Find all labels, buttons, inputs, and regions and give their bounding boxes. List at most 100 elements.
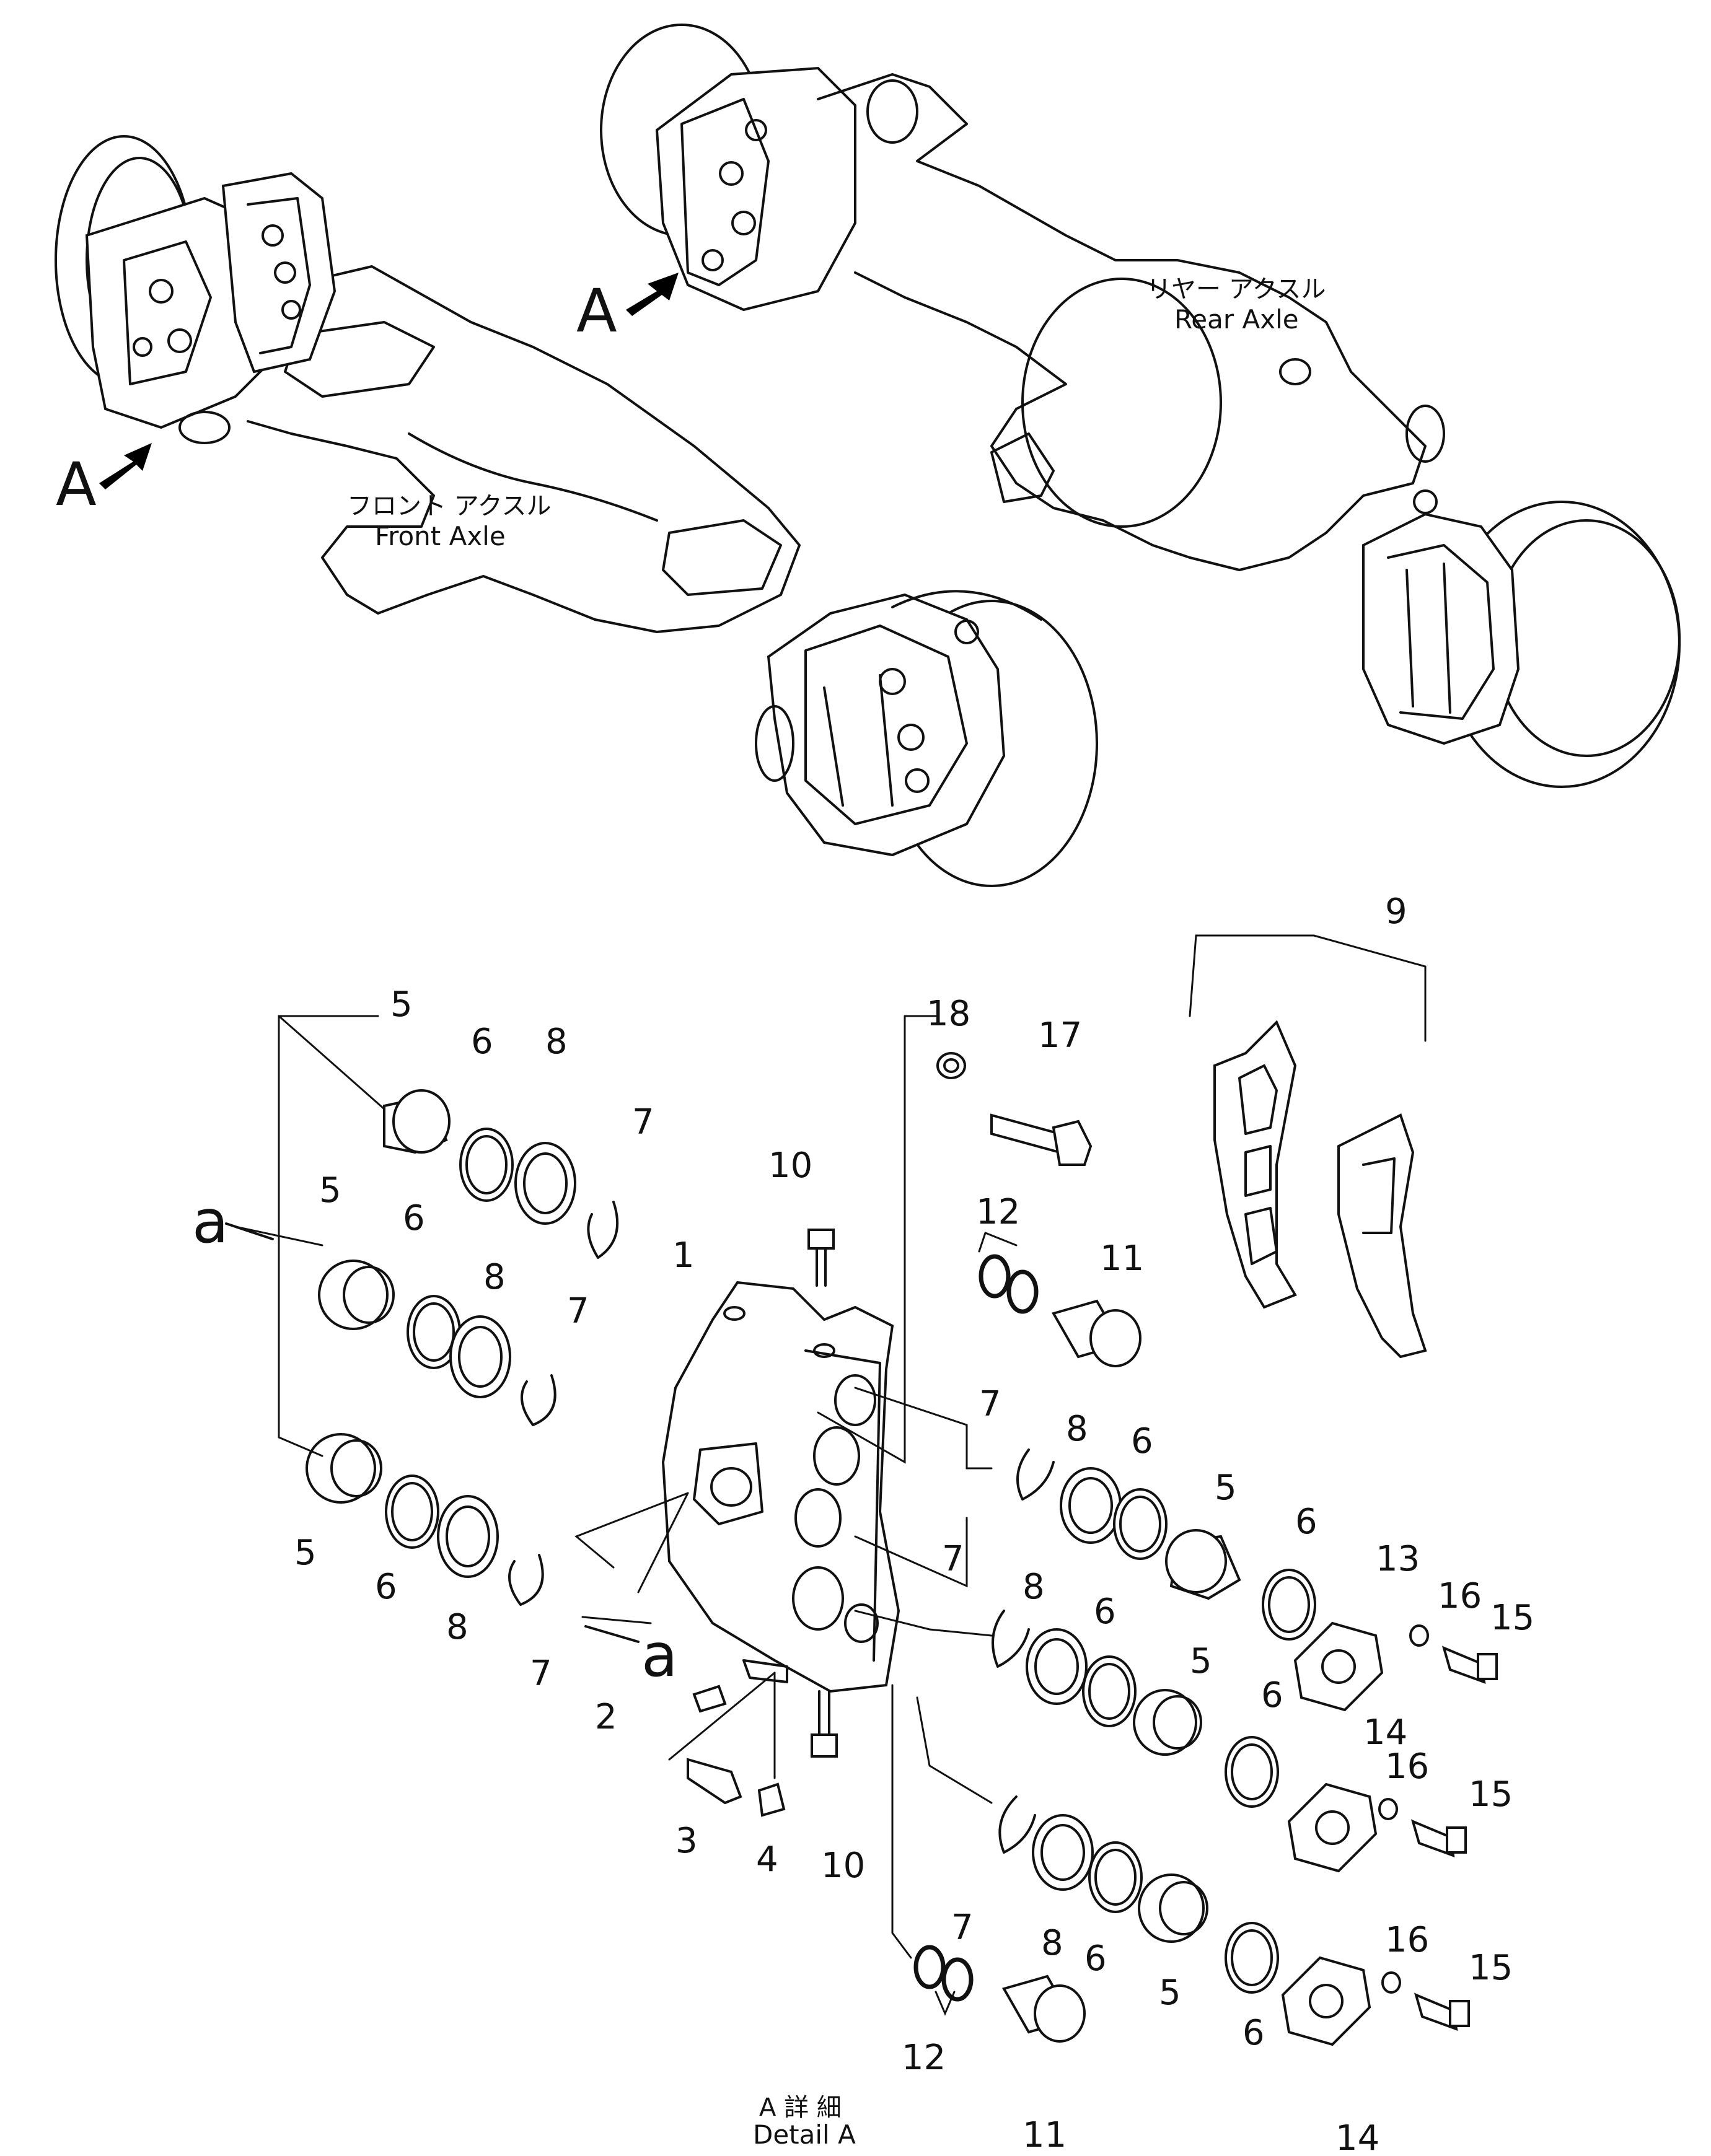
callout-8: 8 (1041, 1923, 1063, 1963)
view-marker-front: A (56, 450, 97, 519)
part-7-clip (587, 1201, 619, 1259)
part-16-washer (1378, 1798, 1398, 1820)
callout-4: 4 (756, 1839, 778, 1880)
callout-labels: 1 2 3 4 5 5 5 5 5 5 6 6 6 6 6 6 6 6 6 7 … (192, 892, 1534, 2156)
right-lower-piston-stack (998, 1795, 1470, 2046)
callout-5: 5 (1190, 1641, 1212, 1681)
part-7-clip (521, 1374, 556, 1426)
front-axle-drawing (55, 135, 1098, 887)
right-upper-piston-stack (1016, 1448, 1498, 1712)
part-15-bolt-head (1449, 2000, 1470, 2027)
callout-6: 6 (403, 1198, 425, 1238)
callout-3: 3 (675, 1821, 698, 1861)
callout-9: 9 (1385, 892, 1407, 932)
part-15-bolt (1410, 1819, 1455, 1858)
callout-16: 16 (1385, 1746, 1429, 1787)
detail-caption: A 詳 細 Detail A (753, 2093, 856, 2150)
part-17-bolt (990, 1113, 1093, 1166)
rear-axle-drawing (600, 24, 1681, 788)
callout-18: 18 (926, 994, 970, 1034)
part-15-bolt-head (1446, 1826, 1467, 1854)
callout-10: 10 (821, 1846, 865, 1886)
part-5-piston-face (392, 1089, 451, 1154)
callout-15: 15 (1490, 1598, 1534, 1638)
callout-2: 2 (595, 1697, 617, 1737)
part-6-seal (1113, 1488, 1168, 1560)
view-arrow-front (99, 443, 152, 489)
part-1-caliper-body (661, 1281, 900, 1693)
part-5-piston (1138, 1873, 1205, 1943)
callout-16: 16 (1438, 1576, 1482, 1616)
callout-6: 6 (1295, 1502, 1317, 1542)
right-middle-piston-stack (992, 1610, 1467, 1873)
callout-5: 5 (319, 1170, 341, 1211)
callout-14: 14 (1335, 2118, 1379, 2156)
callout-5: 5 (294, 1533, 317, 1573)
callout-8: 8 (1066, 1409, 1088, 1449)
callout-8: 8 (446, 1607, 468, 1647)
svg-text:Rear Axle: Rear Axle (1174, 304, 1299, 335)
view-marker-rear: A (576, 276, 617, 346)
callout-6: 6 (1243, 2013, 1265, 2053)
left-middle-piston-stack (318, 1260, 556, 1426)
section-arrow-left (225, 1222, 274, 1240)
callout-5: 5 (390, 984, 413, 1025)
part-7-clip (508, 1554, 544, 1606)
callout-15: 15 (1469, 1774, 1513, 1815)
callout-6: 6 (375, 1567, 397, 1607)
part-6-seal (1225, 1736, 1279, 1808)
callout-12: 12 (976, 1192, 1020, 1232)
callout-12: 12 (902, 2038, 946, 2078)
part-6-seal (459, 1128, 514, 1202)
part-16-washer (1381, 1971, 1401, 1994)
part-6-seal (1088, 1841, 1143, 1913)
part-16-washer (1409, 1624, 1429, 1647)
part-15-bolt-head (1477, 1653, 1498, 1680)
part-18-washer (936, 1052, 966, 1079)
part-7-clip (998, 1795, 1036, 1854)
callout-7: 7 (632, 1102, 654, 1142)
callout-11: 11 (1023, 2115, 1067, 2155)
front-axle-label: フロント アクスル Front Axle (347, 492, 552, 551)
part-12-orings-lower (913, 1945, 974, 2002)
callout-1: 1 (672, 1235, 695, 1276)
callout-7: 7 (951, 1908, 974, 1948)
callout-13: 13 (1376, 1539, 1420, 1579)
view-arrow-rear (626, 273, 679, 316)
part-5-piston (1133, 1689, 1197, 1756)
callout-15: 15 (1469, 1948, 1513, 1988)
part-6-seal (1262, 1569, 1316, 1641)
svg-text:Front Axle: Front Axle (375, 521, 506, 551)
callout-7: 7 (942, 1539, 964, 1579)
part-11-plug-lower (1001, 1974, 1086, 2043)
part-3-bleeder (687, 1758, 742, 1805)
callout-14: 14 (1363, 1712, 1407, 1753)
callout-6: 6 (471, 1022, 493, 1062)
part-11-plug-upper (1051, 1299, 1141, 1367)
callout-11: 11 (1100, 1238, 1144, 1279)
callout-7: 7 (567, 1291, 589, 1331)
callout-7: 7 (530, 1654, 552, 1694)
part-10-upper-bolt (807, 1229, 835, 1287)
svg-text:A 詳 細: A 詳 細 (759, 2093, 842, 2122)
part-5-piston (318, 1260, 389, 1330)
callout-8: 8 (545, 1022, 568, 1062)
callout-8: 8 (483, 1257, 506, 1297)
section-marker-a-left: a (192, 1187, 229, 1256)
svg-text:リヤー アクスル: リヤー アクスル (1146, 275, 1326, 304)
section-arrow-right (584, 1625, 640, 1643)
part-15-bolt (1414, 1992, 1458, 2031)
callout-5: 5 (1159, 1973, 1181, 2013)
left-lower-piston-stack (306, 1433, 544, 1606)
svg-text:フロント アクスル: フロント アクスル (347, 492, 552, 520)
part-7-clip (1016, 1448, 1055, 1501)
svg-text:Detail A: Detail A (753, 2119, 856, 2150)
callout-6: 6 (1084, 1939, 1107, 1979)
part-15-bolt (1441, 1645, 1486, 1685)
part-2-fitting (692, 1685, 727, 1713)
part-9-pad-b (1337, 1113, 1427, 1359)
part-6-seal (385, 1475, 439, 1549)
left-upper-piston-stack (383, 1089, 619, 1259)
callout-10: 10 (768, 1146, 812, 1186)
